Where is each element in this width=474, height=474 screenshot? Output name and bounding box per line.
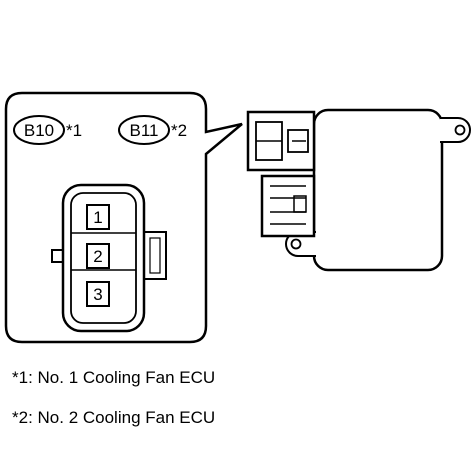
- pin-box: [86, 204, 110, 230]
- ecu-body: [312, 108, 444, 272]
- ecu-mounting-hole: [290, 238, 302, 250]
- pin-2: 2: [86, 243, 110, 269]
- connector-label-b10: B10 *1: [13, 115, 82, 145]
- pin-box: [86, 281, 110, 307]
- ecu-connector-lock: [287, 129, 309, 153]
- connector-label-b11: B11 *2: [118, 115, 187, 145]
- legend-item-2: *2: No. 2 Cooling Fan ECU: [12, 408, 216, 427]
- pin-number: 2: [93, 247, 102, 266]
- connector-code-text: B10: [24, 121, 54, 140]
- cooling-fan-ecu: [246, 108, 471, 272]
- connector-face: [51, 183, 167, 333]
- pin-box: [86, 243, 110, 269]
- pin-1: 1: [86, 204, 110, 230]
- connector-latch-inner: [149, 237, 161, 274]
- pin-3: 3: [86, 281, 110, 307]
- connector-latch: [143, 231, 167, 280]
- connector-side-key: [51, 249, 64, 263]
- pin-number: 1: [93, 208, 102, 227]
- callout-box: [4, 91, 243, 344]
- connector-code-oval: [13, 115, 65, 145]
- connector-code-text: B11: [130, 121, 159, 140]
- connector-code-oval: [118, 115, 170, 145]
- connector-housing-inner: [70, 192, 137, 324]
- connector-ref-text: *2: [171, 121, 187, 140]
- ecu-connector-lock: [293, 195, 307, 213]
- ecu-mounting-hole: [454, 124, 466, 136]
- pin-number: 3: [93, 285, 102, 304]
- legend-item-1: *1: No. 1 Cooling Fan ECU: [12, 368, 216, 387]
- connector-ref-text: *1: [66, 121, 82, 140]
